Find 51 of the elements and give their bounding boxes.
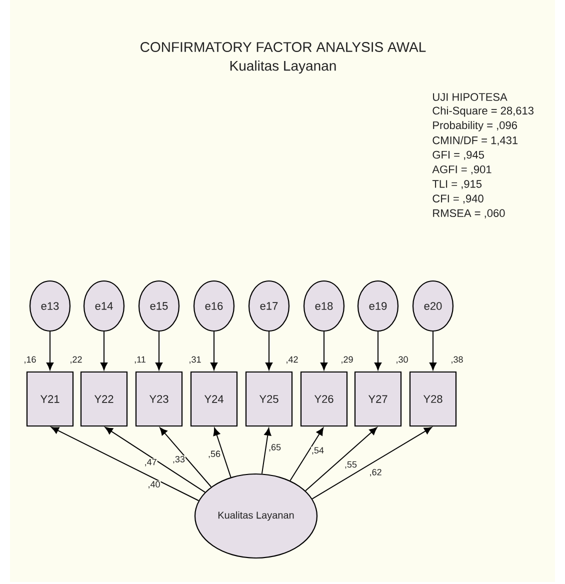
edge-label: ,65 [269,444,281,452]
arrow [305,427,378,492]
caption: Kualitas Layanan [230,60,336,74]
indicator-box: Y28 [409,371,457,427]
arrow [261,428,272,474]
arrow [312,426,432,500]
arrow [213,428,232,478]
edge-label: ,47 [145,458,156,466]
indicator-box: Y22 [80,371,128,427]
squared-correlation: ,42 [286,356,298,364]
arrow [320,331,328,370]
arrow [100,331,108,370]
squared-correlation: ,38 [452,356,463,364]
fit-statistic: RMSEA = ,060 [433,209,505,218]
squared-correlation: ,11 [134,356,146,364]
arrow [51,426,200,502]
arrow [46,331,54,370]
fit-statistic: UJI HIPOTESA [433,93,508,101]
indicator-box: Y24 [190,371,238,427]
edge-label: ,62 [370,468,382,476]
indicator-box: Y23 [135,371,183,427]
edge-label: ,54 [312,447,324,455]
indicator-box: Y26 [300,371,348,427]
arrow [265,331,273,370]
indicator-box: Y21 [26,371,74,427]
indicator-box: Y27 [354,371,402,427]
arrow [429,331,437,370]
squared-correlation: ,29 [342,356,353,364]
squared-correlation: ,22 [70,356,82,364]
arrow [210,331,218,370]
edge-label: ,56 [208,450,220,458]
squared-correlation: ,31 [190,356,201,364]
edge-label: ,40 [148,481,160,489]
edge-label: ,33 [173,456,185,464]
fit-statistic: Chi-Square = 28,613 [432,106,534,117]
arrow [160,427,212,488]
squared-correlation: ,16 [24,356,36,364]
arrow [155,331,163,370]
indicator-box: Y25 [245,371,293,427]
arrow [374,331,382,370]
title: CONFIRMATORY FACTOR ANALYSIS AWAL [140,42,426,52]
fit-statistic: Probability = ,096 [433,121,517,132]
arrow [290,428,324,482]
fit-statistic: TLI = ,915 [432,180,482,190]
fit-statistic: AGFI = ,901 [432,165,492,175]
fit-statistic: CFI = ,940 [432,194,484,204]
arrow [104,427,206,493]
edge-label: ,55 [345,461,357,469]
fit-statistic: CMIN/DF = 1,431 [432,136,518,146]
fit-statistic: GFI = ,945 [432,150,484,160]
squared-correlation: ,30 [396,356,408,364]
